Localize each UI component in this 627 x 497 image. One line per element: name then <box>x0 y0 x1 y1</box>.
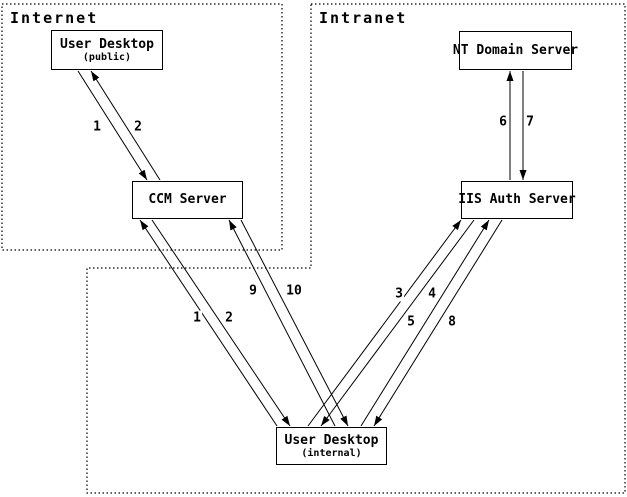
edge-label-step1-internal: 1 <box>192 310 202 326</box>
edge-label-step10: 10 <box>285 283 303 299</box>
node-user-desktop-public-title: User Desktop <box>60 36 154 52</box>
node-user-desktop-public: User Desktop (public) <box>51 30 163 70</box>
node-user-desktop-internal-title: User Desktop <box>284 432 379 448</box>
node-ccm-server-title: CCM Server <box>148 192 227 207</box>
edge-step5-internal-desktop-to-iis <box>360 219 490 427</box>
edge-step10-ccm-to-internal-desktop <box>240 219 349 427</box>
internet-region-outline <box>1 3 283 251</box>
edge-label-step7: 7 <box>525 114 535 130</box>
edge-step1-internal-desktop-to-ccm <box>139 219 278 427</box>
edge-label-step4: 4 <box>427 286 437 302</box>
edge-label-step5: 5 <box>406 314 416 330</box>
node-user-desktop-public-subtitle: (public) <box>82 51 132 63</box>
edge-label-step2-public: 2 <box>133 119 143 135</box>
edge-label-step9: 9 <box>248 283 258 299</box>
edge-label-step2-internal: 2 <box>224 310 234 326</box>
node-iis-auth-server-title: IIS Auth Server <box>458 192 576 207</box>
edge-label-step1-public: 1 <box>92 119 102 135</box>
edge-label-step8: 8 <box>447 314 457 330</box>
edge-step8-iis-to-internal-desktop <box>373 219 503 427</box>
edge-step1-public-desktop-to-ccm <box>77 70 148 181</box>
intranet-region-outline <box>86 3 626 494</box>
node-nt-domain-server-title: NT Domain Server <box>452 42 579 58</box>
node-user-desktop-internal-subtitle: (internal) <box>301 447 362 459</box>
edge-label-step3: 3 <box>394 286 404 302</box>
edge-label-step6: 6 <box>498 114 508 130</box>
edge-step4-iis-to-internal-desktop <box>320 219 475 427</box>
internet-region-label: Internet <box>10 9 99 27</box>
node-user-desktop-internal: User Desktop (internal) <box>276 427 387 465</box>
intranet-region-label: Intranet <box>319 9 408 27</box>
edge-step2-ccm-to-internal-desktop <box>151 219 291 427</box>
edge-step3-internal-desktop-to-iis <box>307 219 462 427</box>
edge-step2-ccm-to-public-desktop <box>90 70 161 181</box>
node-nt-domain-server: NT Domain Server <box>453 31 578 70</box>
node-iis-auth-server: IIS Auth Server <box>458 181 576 219</box>
edge-step9-internal-desktop-to-ccm <box>228 219 336 427</box>
node-ccm-server: CCM Server <box>132 181 243 219</box>
